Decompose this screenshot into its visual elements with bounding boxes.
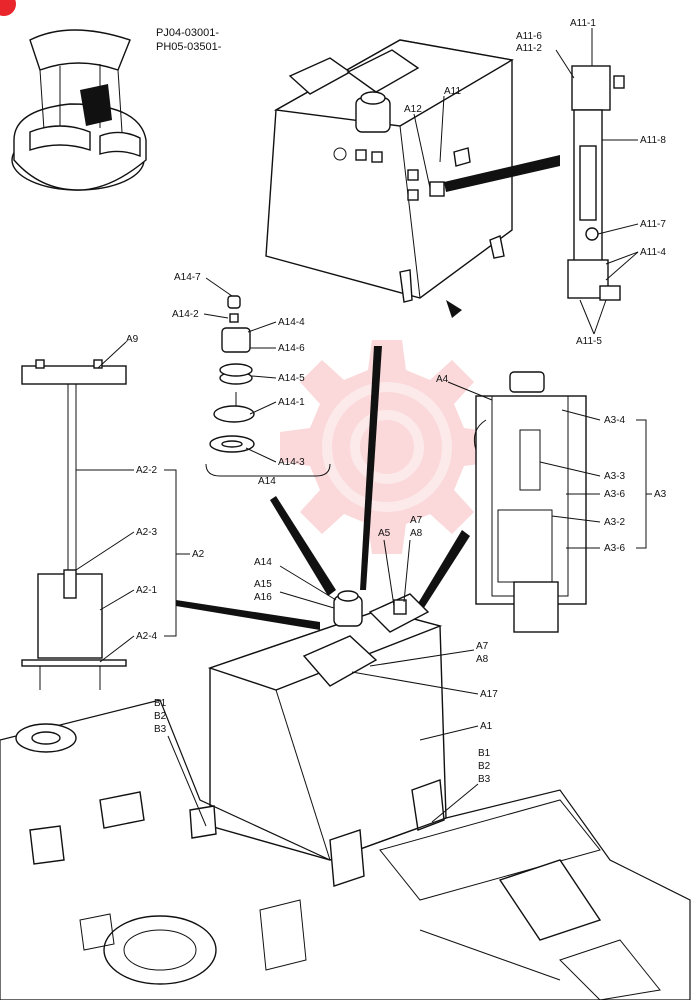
label-a2-1: A2-1 bbox=[136, 585, 158, 596]
label-a11-6: A11-6 bbox=[516, 31, 542, 42]
suction-strainer-a2 bbox=[21, 359, 127, 690]
label-a2-4: A2-4 bbox=[136, 631, 158, 642]
callout-labels: A11-1 A11-6 A11-2 A11-8 A11-7 A11-4 A11-… bbox=[126, 18, 667, 785]
label-a14-installed: A14 bbox=[254, 557, 272, 568]
label-a14-group: A14 bbox=[258, 476, 276, 487]
label-a7-lower: A7 bbox=[476, 641, 489, 652]
label-a7-upper: A7 bbox=[410, 515, 423, 526]
label-a3-6-upper: A3-6 bbox=[604, 489, 626, 500]
leader-lines bbox=[75, 28, 652, 827]
label-b1-right: B1 bbox=[478, 748, 491, 759]
chassis-frame bbox=[0, 699, 691, 1000]
label-a14-7: A14-7 bbox=[174, 272, 201, 283]
label-a11-7: A11-7 bbox=[640, 219, 666, 230]
watermark-gear-logo bbox=[280, 340, 494, 554]
label-a3: A3 bbox=[654, 489, 667, 500]
label-a16: A16 bbox=[254, 592, 272, 603]
label-b1-left: B1 bbox=[154, 698, 167, 709]
label-a8-lower: A8 bbox=[476, 654, 489, 665]
label-b2-left: B2 bbox=[154, 711, 167, 722]
pointer-wedge-a3 bbox=[414, 530, 470, 614]
label-a2-2: A2-2 bbox=[136, 465, 158, 476]
label-b3-right: B3 bbox=[478, 774, 491, 785]
label-a17: A17 bbox=[480, 689, 498, 700]
label-a14-2: A14-2 bbox=[172, 309, 199, 320]
label-a2: A2 bbox=[192, 549, 205, 560]
label-a11-4: A11-4 bbox=[640, 247, 666, 258]
serial-line-1: PJ04-03001- bbox=[156, 27, 219, 39]
label-a14-6: A14-6 bbox=[278, 343, 305, 354]
label-a14-1: A14-1 bbox=[278, 397, 305, 408]
label-a12: A12 bbox=[404, 104, 422, 115]
label-a3-6-lower: A3-6 bbox=[604, 543, 626, 554]
label-a11-5: A11-5 bbox=[576, 336, 602, 347]
label-b2-right: B2 bbox=[478, 761, 491, 772]
label-a11-1: A11-1 bbox=[570, 18, 596, 29]
pointer-wedge-a14 bbox=[176, 600, 320, 630]
label-a1: A1 bbox=[480, 721, 493, 732]
label-a14-3: A14-3 bbox=[278, 457, 305, 468]
label-a3-2: A3-2 bbox=[604, 517, 626, 528]
label-a11-8: A11-8 bbox=[640, 135, 666, 146]
label-a5: A5 bbox=[378, 528, 391, 539]
serial-line-2: PH05-03501- bbox=[156, 41, 222, 53]
return-filter-a3 bbox=[473, 371, 587, 633]
pointer-wedge-a5 bbox=[360, 346, 382, 590]
label-a14-4: A14-4 bbox=[278, 317, 305, 328]
label-a14-5: A14-5 bbox=[278, 373, 305, 384]
label-a3-4: A3-4 bbox=[604, 415, 626, 426]
label-a2-3: A2-3 bbox=[136, 527, 158, 538]
tank-assembly-bottom bbox=[189, 590, 447, 861]
machine-thumbnail bbox=[11, 29, 147, 191]
breather-a14-exploded bbox=[205, 295, 331, 477]
label-a15: A15 bbox=[254, 579, 272, 590]
label-a11-2: A11-2 bbox=[516, 43, 542, 54]
label-a11: A11 bbox=[444, 86, 461, 97]
tank-assembly-top bbox=[265, 39, 560, 318]
corner-badge bbox=[0, 0, 16, 16]
label-a9: A9 bbox=[126, 334, 139, 345]
label-a4: A4 bbox=[436, 374, 449, 385]
pointer-wedge-a14-exploded bbox=[270, 496, 336, 596]
level-gauge-a11 bbox=[567, 65, 625, 301]
label-a3-3: A3-3 bbox=[604, 471, 626, 482]
label-b3-left: B3 bbox=[154, 724, 167, 735]
label-a8-upper: A8 bbox=[410, 528, 423, 539]
